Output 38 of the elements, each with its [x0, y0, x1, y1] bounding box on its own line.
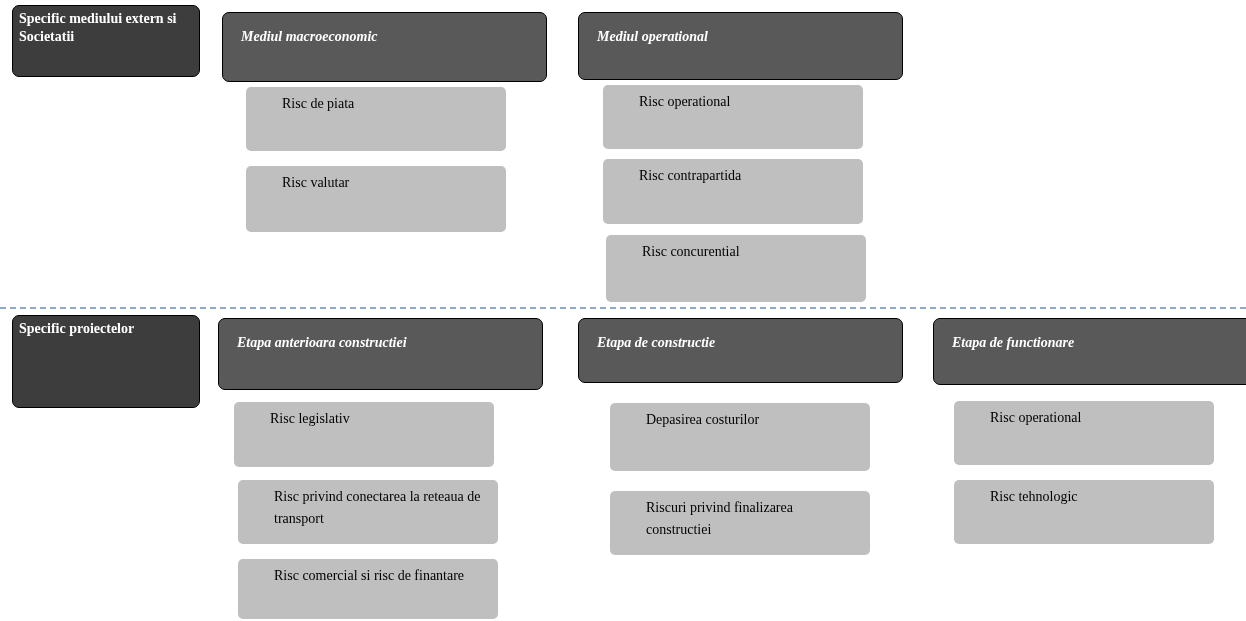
- node-label: Risc valutar: [282, 174, 351, 192]
- node-label: Risc operational: [990, 409, 1083, 427]
- node-label: Mediul operational: [597, 29, 709, 45]
- risk-box: [610, 491, 870, 555]
- node-label: Specific mediului extern si Societatii: [19, 10, 178, 47]
- risk-box: [246, 166, 506, 232]
- node-label: Specific proiectelor: [19, 320, 136, 338]
- risk-box: [606, 235, 866, 302]
- node-label: Mediul macroeconomic: [241, 29, 379, 45]
- node-label: Risc comercial si risc de finantare: [274, 567, 466, 585]
- section-header-box: [12, 315, 200, 408]
- risk-box: [603, 159, 863, 224]
- node-label: Etapa de functionare: [952, 335, 1076, 351]
- node-label: Risc legislativ: [270, 410, 351, 428]
- node-label: Risc tehnologic: [990, 488, 1079, 506]
- risk-box: [954, 401, 1214, 465]
- risk-box: [603, 85, 863, 149]
- risk-box: [246, 87, 506, 151]
- risk-box: [238, 480, 498, 544]
- risk-box: [954, 480, 1214, 544]
- node-label: Etapa de constructie: [597, 335, 717, 351]
- category-header-box: [218, 318, 543, 390]
- node-label: Risc privind conectarea la reteaua de transport: [274, 488, 482, 529]
- section-header-box: [12, 5, 200, 77]
- risk-box: [234, 402, 494, 467]
- node-label: Risc contrapartida: [639, 167, 743, 185]
- node-label: Risc operational: [639, 93, 732, 111]
- category-header-box: [933, 318, 1246, 385]
- node-label: Riscuri privind finalizarea constructiei: [646, 499, 794, 540]
- node-label: Etapa anterioara constructiei: [237, 335, 408, 351]
- risk-box: [610, 403, 870, 471]
- node-label: Risc concurential: [642, 243, 741, 261]
- node-label: Depasirea costurilor: [646, 411, 761, 429]
- category-header-box: [222, 12, 547, 82]
- node-label: Risc de piata: [282, 95, 356, 113]
- category-header-box: [578, 12, 903, 80]
- risk-box: [238, 559, 498, 619]
- category-header-box: [578, 318, 903, 383]
